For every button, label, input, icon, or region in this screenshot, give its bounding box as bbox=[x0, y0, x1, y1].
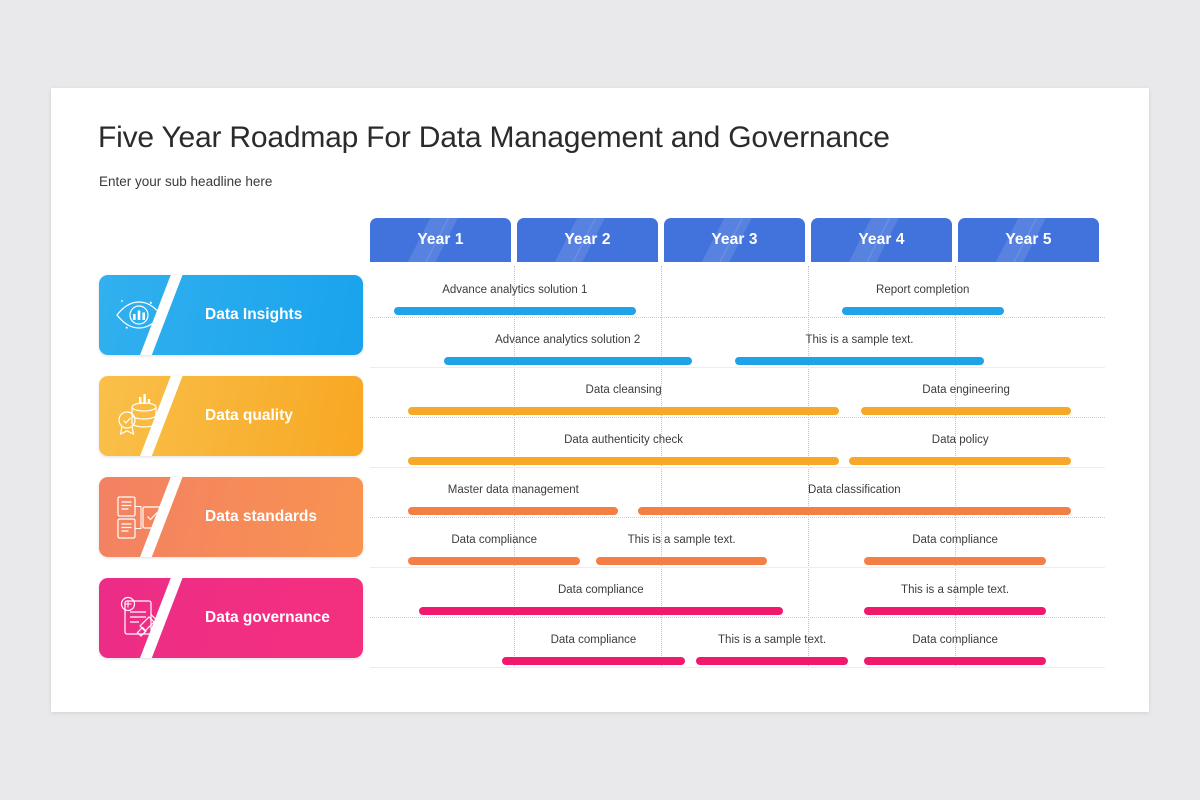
timeline-task-bar[interactable] bbox=[408, 407, 839, 415]
band-separator bbox=[370, 467, 1105, 468]
category-label: Data standards bbox=[205, 508, 317, 525]
category-label: Data governance bbox=[205, 609, 330, 626]
timeline-track: Year 1 Year 2 Year 3 Year 4 Year 5 Advance a… bbox=[370, 218, 1105, 668]
year-label: Year 2 bbox=[564, 231, 611, 248]
slide-canvas: Five Year Roadmap For Data Management an… bbox=[51, 88, 1149, 712]
band-separator bbox=[370, 667, 1105, 668]
category-card-data-governance[interactable]: Data governance bbox=[99, 578, 363, 658]
year-label: Year 5 bbox=[1005, 231, 1052, 248]
year-header-row: Year 1 Year 2 Year 3 Year 4 Year 5 bbox=[370, 218, 1105, 262]
timeline-task-bar[interactable] bbox=[443, 357, 692, 365]
page-title: Five Year Roadmap For Data Management an… bbox=[98, 121, 890, 154]
timeline-task-label: Data compliance bbox=[451, 534, 538, 546]
roadmap-timeline: Year 1 Year 2 Year 3 Year 4 Year 5 Advance a… bbox=[370, 218, 1154, 668]
timeline-task-label: Master data management bbox=[447, 484, 579, 496]
year-column-header-4[interactable]: Year 4 bbox=[811, 218, 952, 262]
timeline-task-label: This is a sample text. bbox=[718, 634, 827, 646]
category-label: Data Insights bbox=[205, 306, 303, 323]
timeline-task-label: This is a sample text. bbox=[901, 584, 1010, 596]
timeline-task-label: Report completion bbox=[876, 284, 970, 296]
timeline-task-label: Data engineering bbox=[922, 384, 1010, 396]
year-column-header-1[interactable]: Year 1 bbox=[370, 218, 511, 262]
timeline-task-bar[interactable] bbox=[734, 357, 985, 365]
database-badge-icon bbox=[113, 390, 165, 442]
row-separator bbox=[370, 517, 1105, 518]
timeline-task-label: This is a sample text. bbox=[805, 334, 914, 346]
timeline-task-bar[interactable] bbox=[596, 557, 767, 565]
year-column-header-2[interactable]: Year 2 bbox=[517, 218, 658, 262]
timeline-task-bar[interactable] bbox=[408, 507, 619, 515]
timeline-task-bar[interactable] bbox=[841, 307, 1004, 315]
year-label: Year 1 bbox=[417, 231, 464, 248]
category-label: Data quality bbox=[205, 407, 293, 424]
eye-chart-icon bbox=[113, 289, 165, 341]
page-subtitle: Enter your sub headline here bbox=[99, 174, 273, 189]
band-separator bbox=[370, 367, 1105, 368]
timeline-task-bar[interactable] bbox=[863, 557, 1047, 565]
category-card-data-standards[interactable]: Data standards bbox=[99, 477, 363, 557]
certificate-gavel-icon bbox=[113, 592, 165, 644]
category-card-data-insights[interactable]: Data Insights bbox=[99, 275, 363, 355]
year-label: Year 3 bbox=[711, 231, 758, 248]
timeline-task-label: Advance analytics solution 1 bbox=[442, 284, 588, 296]
timeline-task-bar[interactable] bbox=[863, 607, 1047, 615]
timeline-task-bar[interactable] bbox=[408, 457, 839, 465]
timeline-task-label: This is a sample text. bbox=[627, 534, 736, 546]
timeline-task-bar[interactable] bbox=[637, 507, 1072, 515]
timeline-task-label: Data classification bbox=[808, 484, 901, 496]
row-separator bbox=[370, 317, 1105, 318]
documents-check-icon bbox=[113, 491, 165, 543]
timeline-task-bar[interactable] bbox=[696, 657, 848, 665]
row-separator bbox=[370, 617, 1105, 618]
timeline-task-label: Data compliance bbox=[557, 584, 644, 596]
year-label: Year 4 bbox=[858, 231, 905, 248]
timeline-task-bar[interactable] bbox=[418, 607, 784, 615]
timeline-task-label: Data authenticity check bbox=[564, 434, 684, 446]
timeline-task-label: Data cleansing bbox=[585, 384, 662, 396]
timeline-task-bar[interactable] bbox=[408, 557, 581, 565]
timeline-task-bar[interactable] bbox=[849, 457, 1072, 465]
timeline-task-bar[interactable] bbox=[863, 657, 1047, 665]
timeline-task-label: Data compliance bbox=[912, 534, 998, 546]
band-separator bbox=[370, 567, 1105, 568]
row-separator bbox=[370, 417, 1105, 418]
timeline-task-label: Data compliance bbox=[550, 634, 637, 646]
timeline-task-bar[interactable] bbox=[393, 307, 637, 315]
year-column-header-5[interactable]: Year 5 bbox=[958, 218, 1099, 262]
timeline-task-label: Data compliance bbox=[912, 634, 998, 646]
timeline-task-bar[interactable] bbox=[502, 657, 685, 665]
timeline-task-bar[interactable] bbox=[860, 407, 1072, 415]
timeline-task-label: Data policy bbox=[931, 434, 989, 446]
category-card-data-quality[interactable]: Data quality bbox=[99, 376, 363, 456]
year-column-header-3[interactable]: Year 3 bbox=[664, 218, 805, 262]
timeline-task-label: Advance analytics solution 2 bbox=[495, 334, 641, 346]
